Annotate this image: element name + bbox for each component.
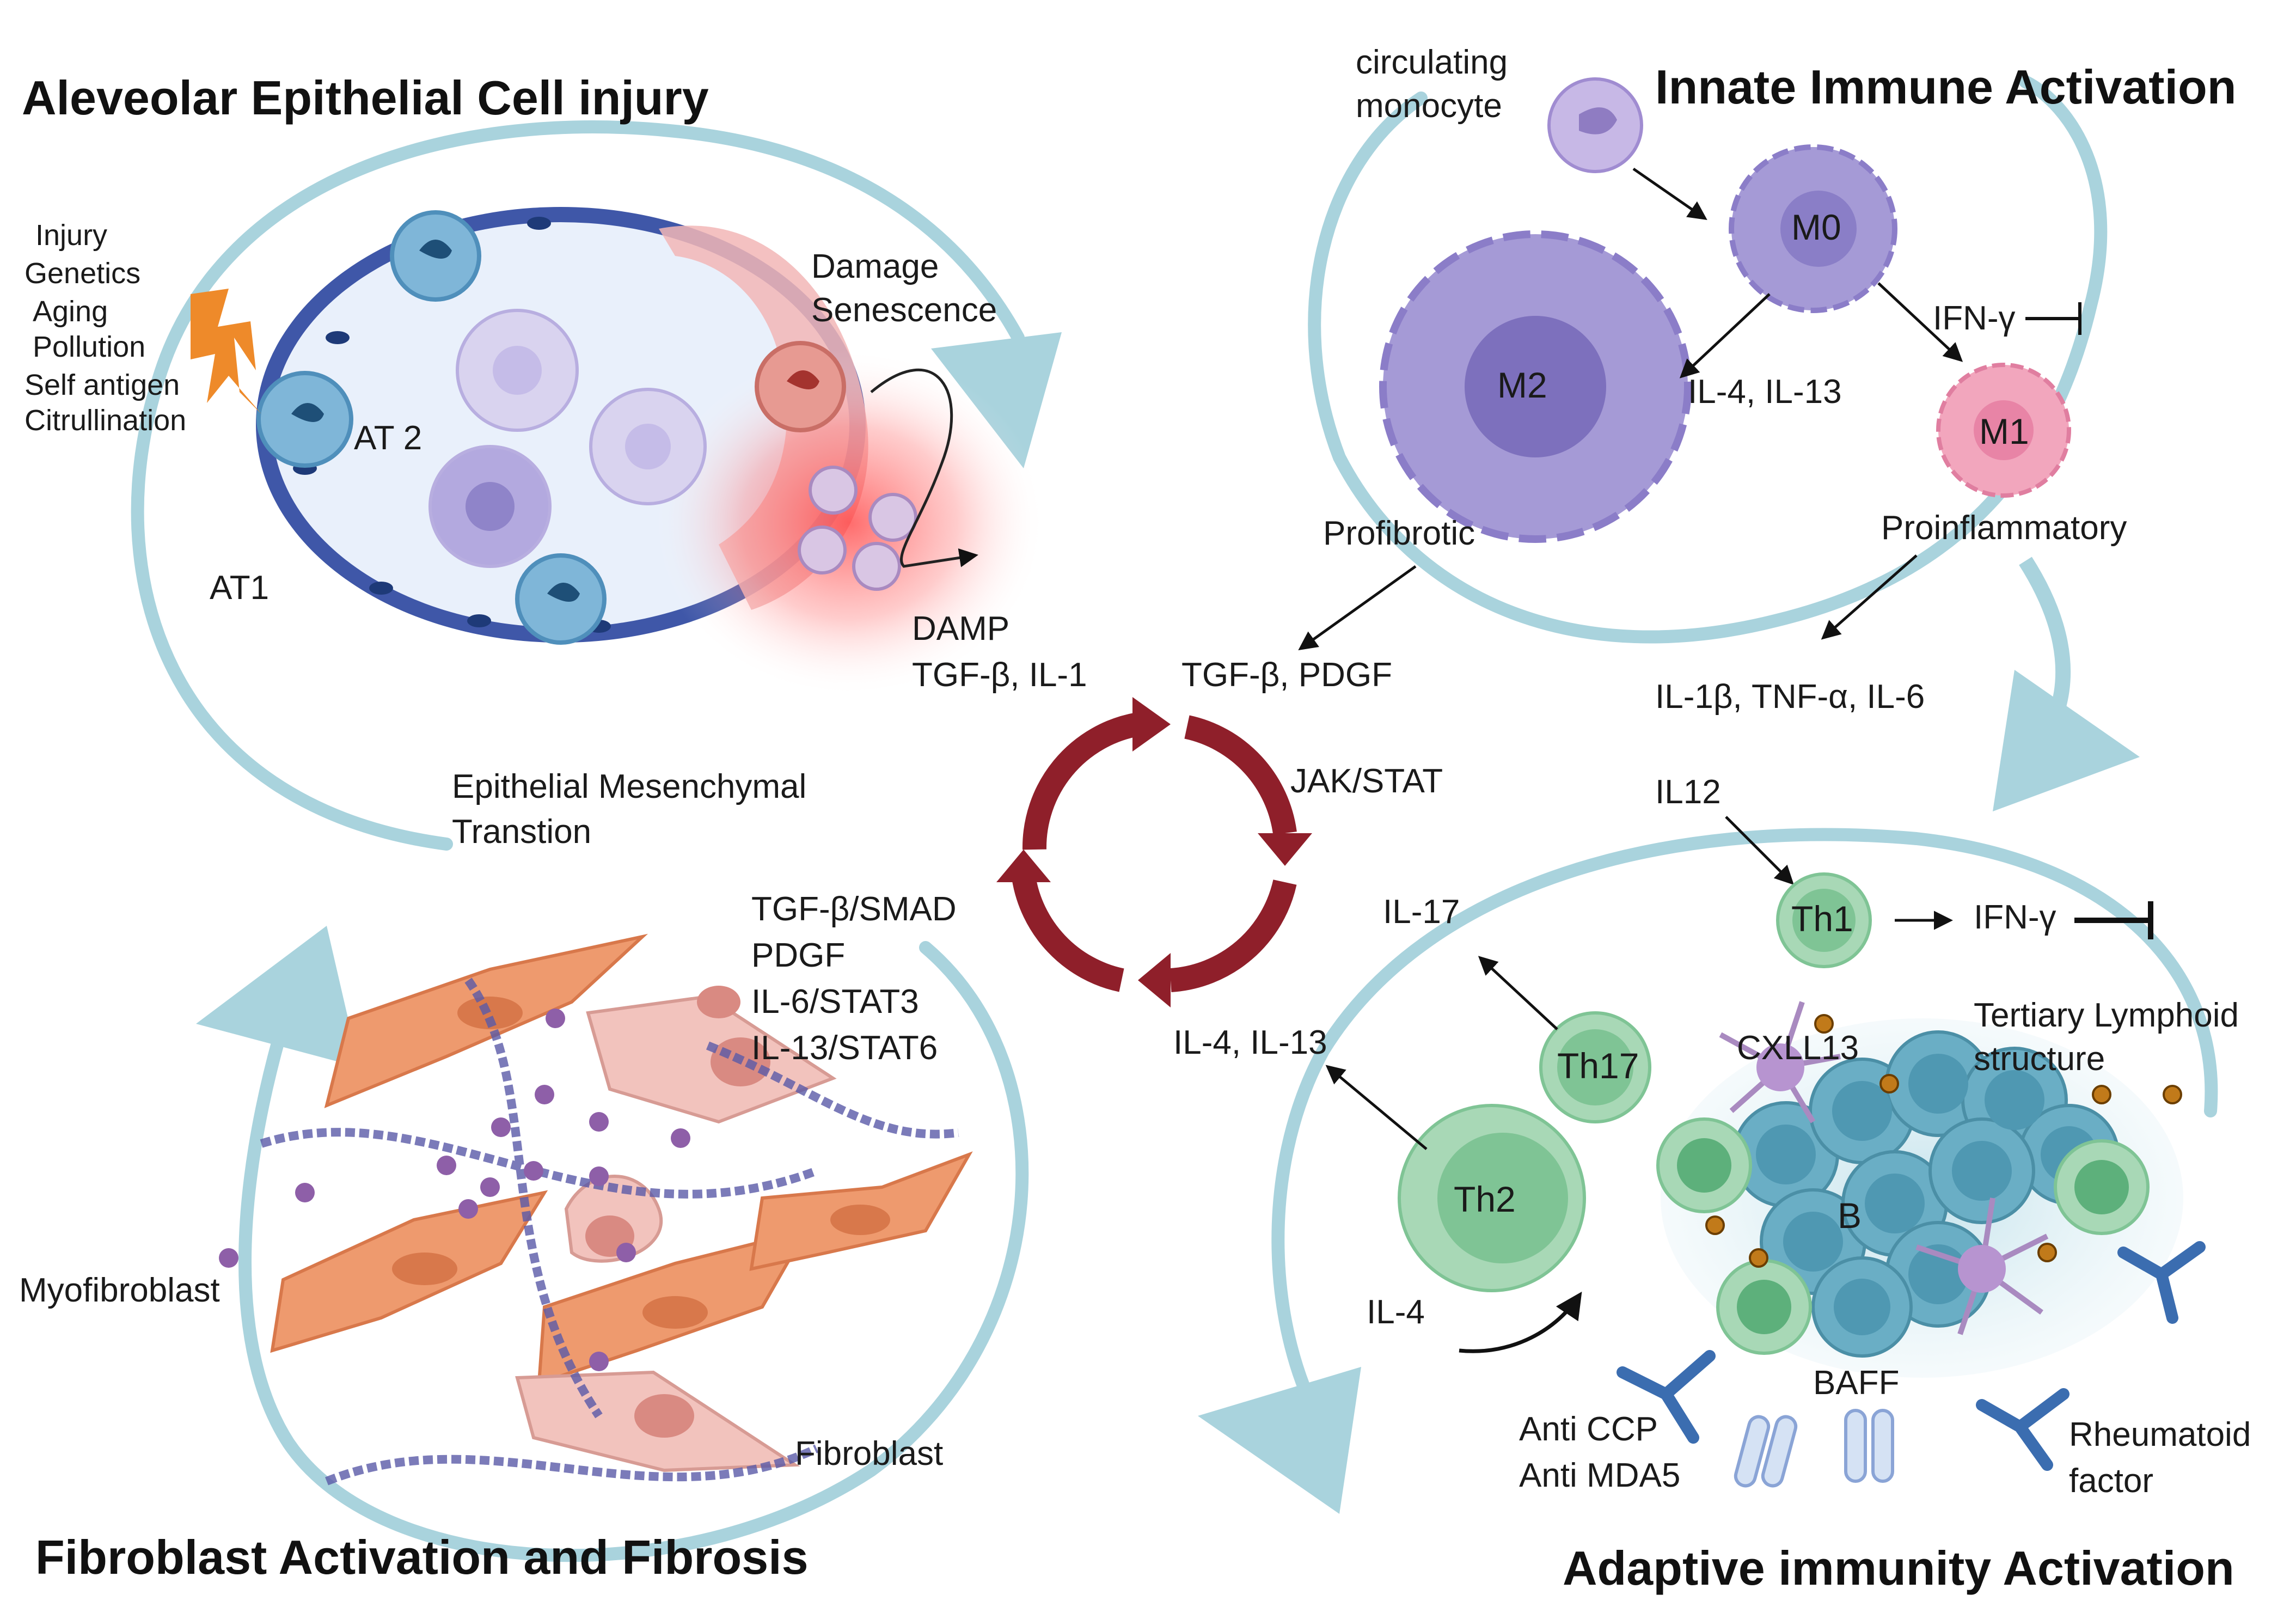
ifn-inhibition-bar-top <box>2025 302 2081 335</box>
monocyte-icon <box>1547 77 1643 173</box>
anti-mda5-label: Anti MDA5 <box>1519 1457 1680 1494</box>
emt-label-line1: Epithelial Mesenchymal <box>452 768 806 805</box>
senescence-label: Senescence <box>811 291 997 329</box>
th17-cell-icon <box>1539 1011 1651 1123</box>
circulating-label-line2: monocyte <box>1356 87 1502 125</box>
title-fibrosis: Fibroblast Activation and Fibrosis <box>35 1530 809 1584</box>
myofibroblast-label: Myofibroblast <box>19 1272 220 1309</box>
circulating-label-line1: circulating <box>1356 44 1508 81</box>
fibroblast-label: Fibroblast <box>795 1435 943 1473</box>
m0-to-m1-arrow <box>1877 282 1963 362</box>
rheumatoid-factor-label-line2: factor <box>2069 1462 2153 1500</box>
cxcl13-label: CXLL13 <box>1737 1029 1859 1067</box>
at2-cell-icon <box>256 210 607 645</box>
il1b-tnf-il6-label: IL-1β, TNF-α, IL-6 <box>1655 678 1925 716</box>
th2-to-il4-il13-arrow <box>1325 1065 1428 1150</box>
th2-label: Th2 <box>1454 1179 1516 1219</box>
emt-label-line2: Transtion <box>452 813 591 851</box>
ifn-inhibition-bar-bottom <box>2074 901 2153 939</box>
th17-to-il17-arrow <box>1478 956 1558 1030</box>
m1-macrophage-icon <box>1936 363 2071 498</box>
bottom-left-circular-arrow <box>238 941 1029 1562</box>
m2-macrophage-icon <box>1379 230 1692 543</box>
tls-label-line1: Tertiary Lymphoid <box>1974 997 2239 1034</box>
damaged-at2-cell-icon <box>755 341 846 432</box>
fibroblast-cell-icon <box>515 994 837 1473</box>
central-cycle <box>1012 712 1297 992</box>
ifn-gamma-bottom-label: IFN-γ <box>1974 899 2056 936</box>
il12-to-th1-arrow <box>1725 816 1794 885</box>
pathway-il6-stat3: IL-6/STAT3 <box>751 983 919 1021</box>
m1-to-cytokines-arrow <box>1821 554 1918 640</box>
pathway-pdgf: PDGF <box>751 937 845 974</box>
top-left-circular-arrow <box>131 120 1025 851</box>
damage-label: Damage <box>811 248 939 285</box>
th1-label: Th1 <box>1791 899 1853 939</box>
top-left-arrowhead <box>931 332 1062 468</box>
m2-to-tgf-arrow <box>1298 565 1417 651</box>
m0-to-m2-arrow <box>1679 293 1771 378</box>
anti-ccp-label: Anti CCP <box>1519 1410 1658 1448</box>
il12-label: IL12 <box>1655 773 1721 811</box>
b-cell-label: B <box>1838 1195 1862 1236</box>
at2-label: AT 2 <box>354 419 422 457</box>
at1-label: AT1 <box>210 569 269 607</box>
m0-label: M0 <box>1791 207 1841 247</box>
th1-cell-icon <box>1776 872 1872 968</box>
tertiary-lymphoid-structure <box>1656 1001 2183 1378</box>
cytokine-dot <box>219 1009 690 1371</box>
antibody-icon <box>1617 1241 2206 1471</box>
top-right-circular-arrow <box>1308 75 2108 644</box>
collagen-fiber <box>260 977 959 1486</box>
neutrophil-icon <box>798 466 917 591</box>
il17-label: IL-17 <box>1383 893 1460 931</box>
alveolus <box>256 207 1045 697</box>
m2-label: M2 <box>1497 365 1547 405</box>
trigger-aging: Aging <box>33 295 108 328</box>
trigger-self-antigen: Self antigen <box>25 369 180 401</box>
bottom-right-circular-arrow <box>1271 828 2218 1433</box>
dendritic-cell-icon <box>1719 1001 2049 1335</box>
il4-label: IL-4 <box>1367 1293 1425 1331</box>
damp-label: DAMP <box>912 610 1009 647</box>
title-innate: Innate Immune Activation <box>1655 60 2237 114</box>
il4-to-th2-arrow <box>1459 1291 1582 1353</box>
th2-cell-icon <box>1398 1104 1586 1292</box>
fdc-dot <box>1705 1014 2182 1268</box>
tls-label-line2: structure <box>1974 1040 2105 1078</box>
il4-il13-top-label: IL-4, IL-13 <box>1688 373 1842 411</box>
baff-icon <box>1734 1409 1894 1488</box>
pathway-tgf-smad: TGF-β/SMAD <box>751 890 957 928</box>
title-injury: Aleveolar Epithelial Cell injury <box>22 71 709 125</box>
m0-macrophage-icon <box>1729 144 1897 313</box>
trigger-pollution: Pollution <box>33 331 145 363</box>
trigger-injury: Injury <box>35 219 107 252</box>
th17-label: Th17 <box>1557 1046 1639 1086</box>
rheumatoid-factor-label-line1: Rheumatoid <box>2069 1416 2251 1453</box>
ifn-gamma-top-label: IFN-γ <box>1933 300 2016 337</box>
monocyte-to-m0-arrow <box>1632 167 1707 220</box>
red-inflammation-glow <box>653 349 1045 697</box>
top-right-arrowhead <box>1993 670 2140 811</box>
lightning-icon <box>191 289 261 414</box>
proinflammatory-label: Proinflammatory <box>1881 509 2127 547</box>
trigger-genetics: Genetics <box>25 257 140 290</box>
jak-stat-label: JAK/STAT <box>1290 762 1443 800</box>
bottom-right-arrowhead <box>1198 1367 1361 1514</box>
tgf-il1-label: TGF-β, IL-1 <box>912 656 1087 694</box>
bottom-left-arrowhead <box>196 926 359 1067</box>
m1-label: M1 <box>1979 411 2029 451</box>
il4-il13-bottom-label: IL-4, IL-13 <box>1173 1024 1327 1061</box>
tgf-pdgf-label: TGF-β, PDGF <box>1181 656 1392 694</box>
trigger-citrullination: Citrullination <box>25 404 186 437</box>
top-right-arrow-tail <box>2019 557 2071 710</box>
damp-release-arrow <box>870 368 978 568</box>
baff-label: BAFF <box>1813 1364 1899 1402</box>
pathway-il13-stat6: IL-13/STAT6 <box>751 1029 938 1067</box>
title-adaptive: Adaptive immunity Activation <box>1563 1541 2234 1595</box>
cycle-arrowheads <box>996 697 1312 1007</box>
profibrotic-label: Profibrotic <box>1323 515 1475 552</box>
